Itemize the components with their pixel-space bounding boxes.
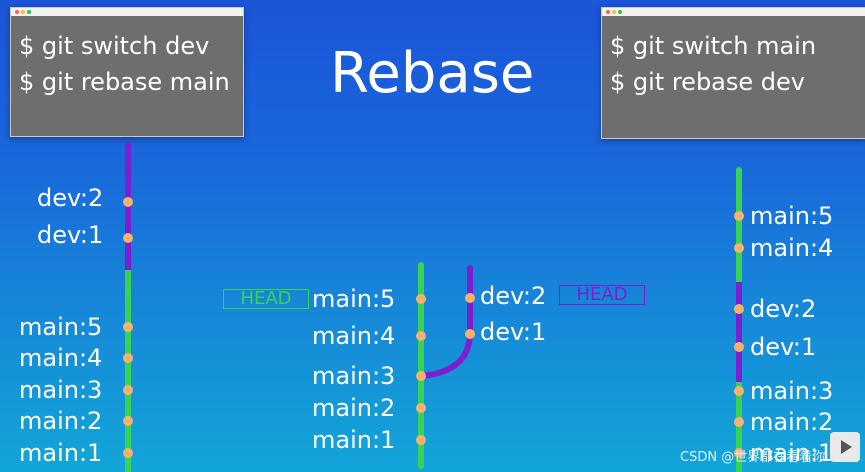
left-terminal-window: $ git switch dev $ git rebase main — [10, 7, 244, 137]
commit-label: main:5 — [750, 202, 834, 230]
terminal-command: $ git switch main — [610, 32, 817, 60]
commit-label: main:4 — [750, 234, 834, 262]
commit-label: main:1 — [750, 439, 834, 467]
commit-dot — [123, 353, 133, 363]
dev-branch-curve — [418, 265, 473, 379]
terminal-command: $ git switch dev — [19, 32, 210, 60]
commit-label: main:5 — [19, 313, 103, 341]
commit-label: main:4 — [312, 322, 396, 350]
commit-dot — [734, 342, 744, 352]
commit-label: main:2 — [312, 394, 396, 422]
commit-label: main:2 — [750, 408, 834, 436]
commit-label: main:3 — [750, 377, 834, 405]
commit-dot — [416, 435, 426, 445]
head-pointer-dev: HEAD — [559, 285, 645, 305]
terminal-title-bar — [602, 8, 865, 16]
minimize-dot-icon — [21, 10, 25, 14]
commit-label: main:3 — [19, 376, 103, 404]
commit-label: dev:2 — [37, 184, 104, 212]
commit-dot — [123, 197, 133, 207]
commit-label: main:3 — [312, 362, 396, 390]
commit-label: main:5 — [312, 285, 396, 313]
terminal-title-bar — [11, 8, 243, 16]
commit-dot — [416, 371, 426, 381]
commit-dot — [734, 243, 744, 253]
slide-title: Rebase — [330, 41, 535, 106]
commit-label: dev:1 — [750, 333, 817, 361]
play-icon[interactable] — [830, 432, 860, 462]
maximize-dot-icon — [27, 10, 31, 14]
commit-dot — [416, 403, 426, 413]
commit-dot — [123, 385, 133, 395]
commit-dot — [734, 448, 744, 458]
commit-label: dev:2 — [750, 295, 817, 323]
commit-dot — [416, 331, 426, 341]
maximize-dot-icon — [618, 10, 622, 14]
commit-label: main:1 — [19, 439, 103, 467]
commit-dot — [734, 304, 744, 314]
commit-label: main:1 — [312, 426, 396, 454]
commit-dot — [734, 417, 744, 427]
commit-dot — [123, 233, 133, 243]
commit-dot — [734, 386, 744, 396]
commit-dot — [123, 416, 133, 426]
commit-dot — [123, 448, 133, 458]
commit-dot — [734, 211, 744, 221]
minimize-dot-icon — [612, 10, 616, 14]
commit-label: dev:2 — [480, 282, 547, 310]
commit-dot — [123, 322, 133, 332]
commit-dot — [416, 294, 426, 304]
close-dot-icon — [606, 10, 610, 14]
right-terminal-window: $ git switch main $ git rebase dev — [601, 7, 865, 139]
commit-label: dev:1 — [37, 221, 104, 249]
commit-label: main:2 — [19, 407, 103, 435]
terminal-command: $ git rebase main — [19, 68, 230, 96]
head-pointer-main: HEAD — [223, 289, 309, 309]
commit-dot — [465, 293, 475, 303]
terminal-command: $ git rebase dev — [610, 68, 805, 96]
watermark: CSDN @世界都在看着你 — [680, 450, 826, 465]
commit-label: dev:1 — [480, 318, 547, 346]
close-dot-icon — [15, 10, 19, 14]
commit-label: main:4 — [19, 344, 103, 372]
commit-dot — [465, 329, 475, 339]
